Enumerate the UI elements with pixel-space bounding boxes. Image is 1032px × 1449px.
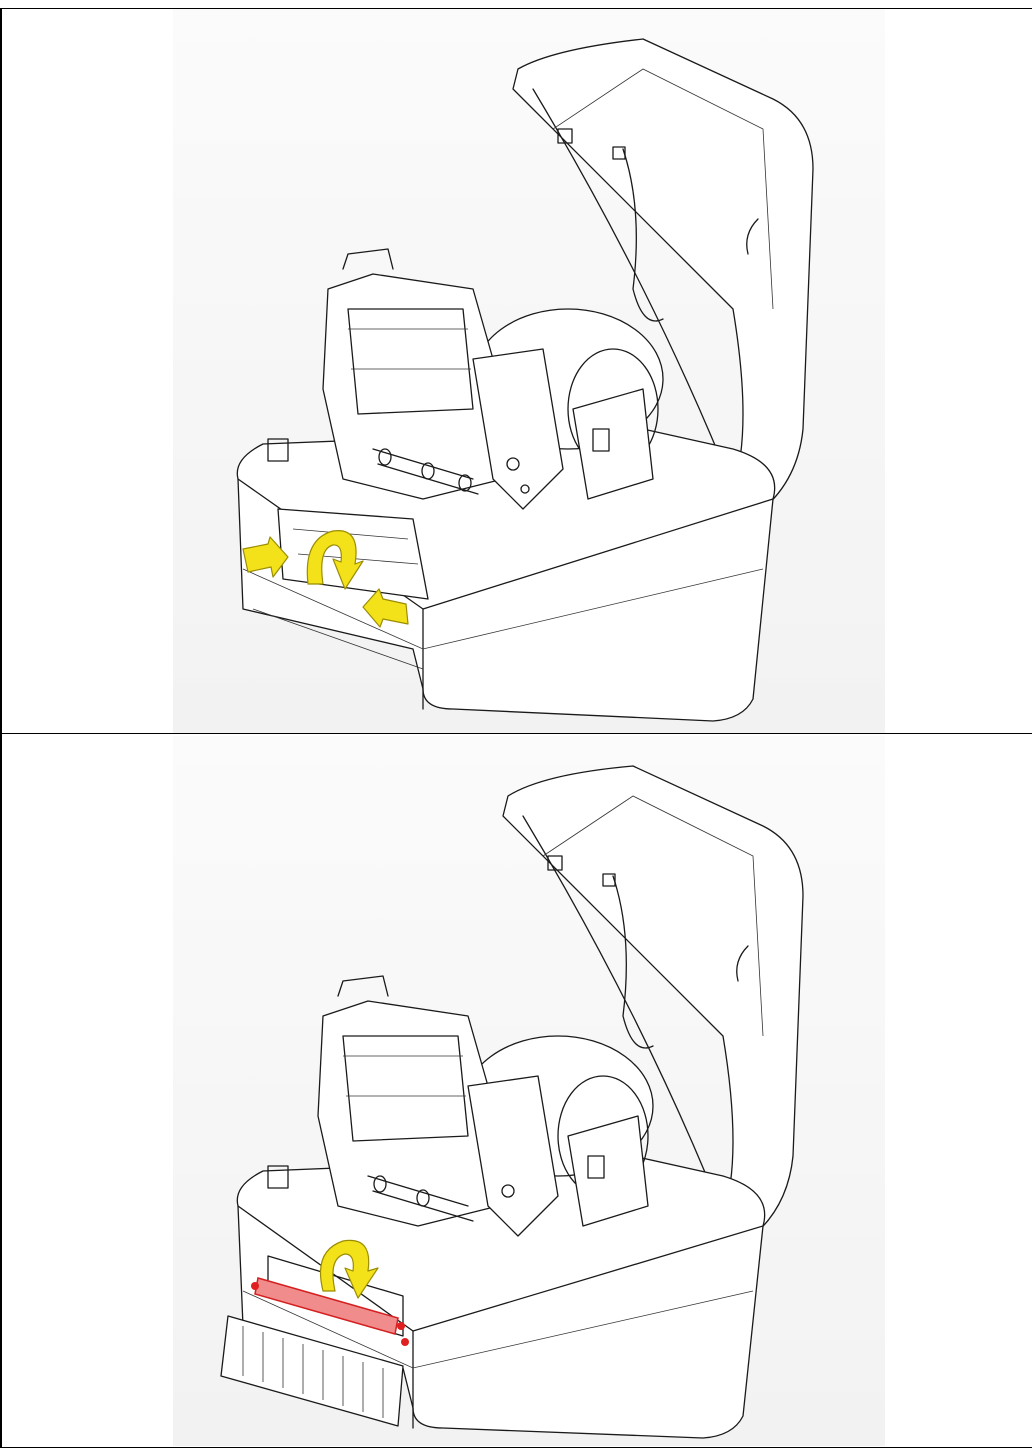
- platen-roller-highlight: [251, 1277, 409, 1346]
- printer-base: [236, 428, 776, 722]
- figure-2-panel: [173, 736, 885, 1446]
- printer-illustration-1: [236, 38, 814, 722]
- printer-base: [236, 1155, 766, 1439]
- printer-illustration-2: [220, 765, 804, 1439]
- table-row-1: [0, 8, 1032, 734]
- rotate-arrow-icon: [319, 1239, 379, 1299]
- table-row-2: [0, 734, 1032, 1448]
- rotate-arrow-icon: [306, 530, 364, 590]
- platen-bracket: [220, 1315, 404, 1427]
- figure-table: [0, 8, 1032, 1448]
- printer-lid: [512, 38, 814, 510]
- squeeze-arrow-right-icon: [362, 588, 409, 628]
- figure-1-panel: [173, 9, 885, 733]
- printer-lid: [502, 765, 804, 1237]
- squeeze-arrow-left-icon: [242, 536, 289, 578]
